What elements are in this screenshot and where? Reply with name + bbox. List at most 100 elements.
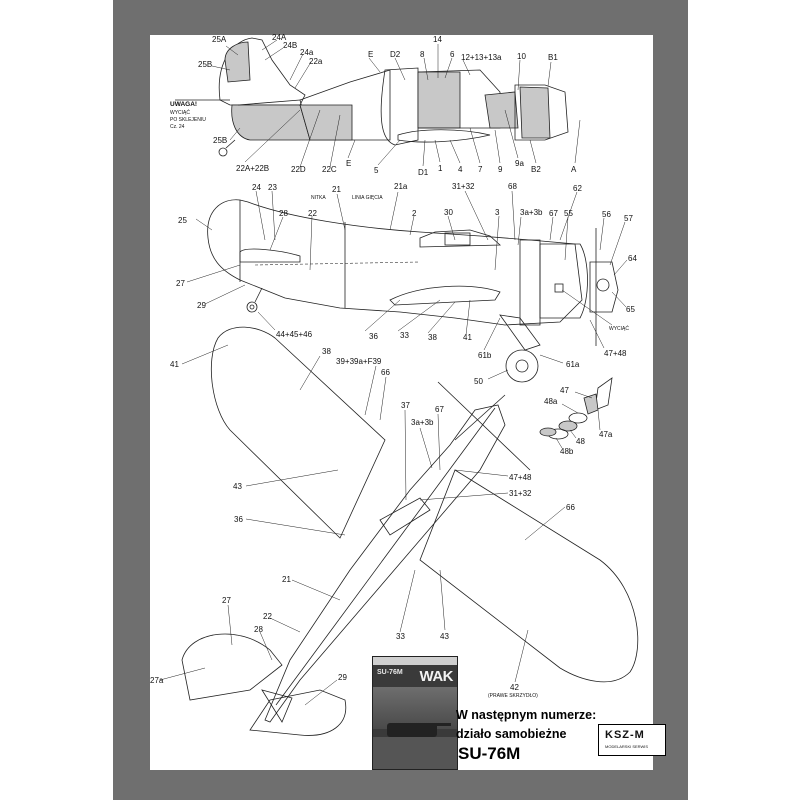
- label-25: 25: [178, 216, 187, 225]
- label-47a: 47a: [599, 430, 613, 439]
- label-27-plan: 27: [222, 596, 231, 605]
- label-30: 30: [444, 208, 453, 217]
- label-43-left: 43: [233, 482, 242, 491]
- warning-line-3: Cz. 24: [170, 124, 185, 130]
- label-25B-lower: 25B: [213, 136, 227, 145]
- warning-line-2: PO SKLEJENIU: [170, 117, 206, 123]
- profile-leaders: [186, 190, 628, 380]
- label-24a: 24a: [300, 48, 314, 57]
- label-22A-22B: 22A+22B: [236, 164, 269, 173]
- aircraft-plan-view: [181, 326, 639, 736]
- label-22a: 22a: [309, 57, 323, 66]
- fuselage-profile: [207, 199, 619, 383]
- nitka-note: NITKA: [311, 195, 326, 201]
- label-36-plan: 36: [234, 515, 243, 524]
- cover-title: SU-76M: [377, 669, 403, 676]
- label-41: 41: [463, 333, 472, 342]
- publisher-logo: KSZ-M MODELARSKI SERWIS: [598, 724, 666, 756]
- label-9: 9: [498, 165, 503, 174]
- label-48a: 48a: [544, 397, 558, 406]
- label-10: 10: [517, 52, 526, 61]
- label-50: 50: [474, 377, 483, 386]
- linia-giecia-note: LINIA GIĘCIA: [352, 195, 383, 201]
- side-view-labels: 25A 24A 24B 25B 24a 22a E D2 8 14 6 12+1…: [198, 33, 577, 177]
- label-14: 14: [433, 35, 442, 44]
- label-39: 39+39a+F39: [336, 357, 382, 366]
- label-8: 8: [420, 50, 425, 59]
- label-D2: D2: [390, 50, 401, 59]
- next-issue-model: SU-76M: [458, 744, 521, 763]
- label-24A: 24A: [272, 33, 287, 42]
- next-issue-heading: W następnym numerze:: [456, 708, 597, 722]
- label-29: 29: [197, 301, 206, 310]
- label-38-plan: 38: [322, 347, 331, 356]
- label-A: A: [571, 165, 577, 174]
- label-22D: 22D: [291, 165, 306, 174]
- label-55: 55: [564, 209, 573, 218]
- label-3: 3: [495, 208, 500, 217]
- label-9a: 9a: [515, 159, 524, 168]
- label-4: 4: [458, 165, 463, 174]
- label-66-right: 66: [566, 503, 575, 512]
- label-31-32: 31+32: [452, 182, 475, 191]
- label-38: 38: [428, 333, 437, 342]
- label-22: 22: [308, 209, 317, 218]
- label-1: 1: [438, 164, 443, 173]
- label-36: 36: [369, 332, 378, 341]
- label-24B: 24B: [283, 41, 297, 50]
- side-view-leaders: [211, 39, 581, 168]
- label-3a-3b-plan: 3a+3b: [411, 418, 434, 427]
- label-24: 24: [252, 183, 261, 192]
- label-D1: D1: [418, 168, 429, 177]
- warning-line-1: WYCIĄĆ: [170, 109, 190, 116]
- label-28: 28: [279, 209, 288, 218]
- label-E-top: E: [368, 50, 373, 59]
- label-25A: 25A: [212, 35, 227, 44]
- label-66-top: 66: [381, 368, 390, 377]
- publisher-subtitle: MODELARSKI SERWIS: [605, 744, 649, 749]
- label-6: 6: [450, 50, 455, 59]
- label-B1: B1: [548, 53, 558, 62]
- label-25B: 25B: [198, 60, 212, 69]
- label-27a: 27a: [150, 676, 164, 685]
- cover-photo-ground: [373, 737, 457, 769]
- instruction-sheet: [150, 35, 653, 770]
- plan-leaders: [159, 344, 566, 706]
- label-61b: 61b: [478, 351, 492, 360]
- label-3a-3b: 3a+3b: [520, 208, 543, 217]
- fuselage-side-exploded: [175, 37, 569, 157]
- label-67: 67: [549, 209, 558, 218]
- label-57: 57: [624, 214, 633, 223]
- profile-labels: 24 23 21 21a 31+32 68 62 25 28 22 2 30 3…: [176, 182, 637, 386]
- label-21-plan: 21: [282, 575, 291, 584]
- label-48b: 48b: [560, 447, 574, 456]
- right-wing-note: (PRAWE SKRZYDŁO): [488, 693, 538, 699]
- label-23: 23: [268, 183, 277, 192]
- label-42: 42: [510, 683, 519, 692]
- publisher-mark: KSZ-M: [605, 729, 645, 741]
- label-E-bottom: E: [346, 159, 351, 168]
- label-48-detail: 48: [576, 437, 585, 446]
- label-29-plan: 29: [338, 673, 347, 682]
- plan-labels: 41 38 39+39a+F39 66 37 67 3a+3b 43 47+48…: [150, 347, 575, 699]
- cover-gun-barrel: [429, 723, 451, 726]
- label-47-detail: 47: [560, 386, 569, 395]
- cover-header-strip: [373, 657, 457, 665]
- label-21a: 21a: [394, 182, 408, 191]
- label-33-plan: 33: [396, 632, 405, 641]
- label-62: 62: [573, 184, 582, 193]
- label-21: 21: [332, 185, 341, 194]
- label-67-plan: 67: [435, 405, 444, 414]
- label-22C: 22C: [322, 165, 337, 174]
- label-31-32-plan: 31+32: [509, 489, 532, 498]
- label-64: 64: [628, 254, 637, 263]
- label-61a: 61a: [566, 360, 580, 369]
- label-47-48-plan: 47+48: [509, 473, 532, 482]
- label-22-plan: 22: [263, 612, 272, 621]
- label-44-45-46: 44+45+46: [276, 330, 313, 339]
- cover-tank-silhouette: [387, 723, 437, 737]
- cover-logo: WAK: [419, 668, 454, 685]
- label-12-13-13a: 12+13+13a: [461, 53, 502, 62]
- label-41-plan: 41: [170, 360, 179, 369]
